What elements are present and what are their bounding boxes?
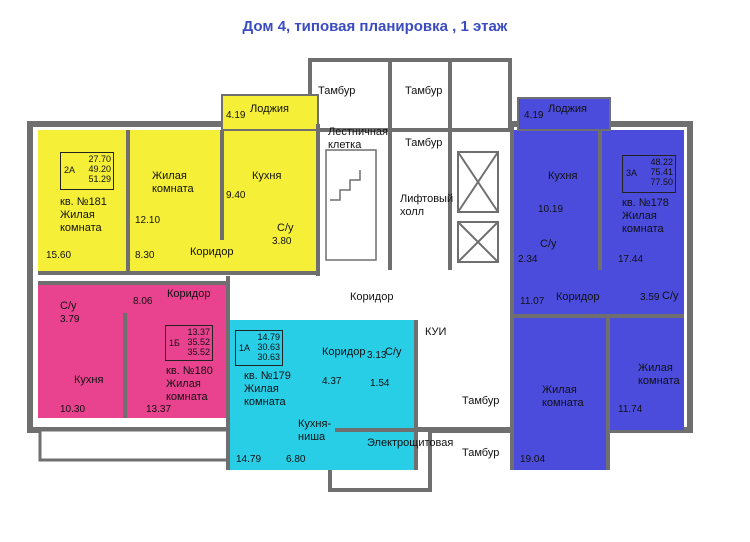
- apt181-corridor-area: 8.30: [135, 250, 155, 261]
- apt181-kitchen-area: 9.40: [226, 190, 246, 201]
- apt178-living2-area: 19.04: [520, 454, 546, 465]
- loggia-right-label: Лоджия: [548, 103, 587, 115]
- apt178-loggia-area: 4.19: [524, 110, 544, 121]
- apt180-corridor-label: Коридор: [167, 288, 211, 300]
- apt178-number: кв. №178: [622, 197, 669, 209]
- apt178-bath-area: 2.34: [518, 254, 538, 265]
- apt181-living2-label: Жилая комната: [152, 170, 194, 195]
- stairs: [325, 149, 377, 261]
- apt180-corridor: [125, 283, 228, 313]
- apt178-living2-label: Жилая комната: [542, 384, 584, 409]
- apt178-bath-label: С/у: [540, 238, 557, 250]
- apt181-living-label: Жилая комната: [60, 209, 102, 234]
- apt181-bath-label: С/у: [277, 222, 294, 234]
- apt179-c2-area: 1.54: [370, 378, 390, 389]
- page-title: Дом 4, типовая планировка , 1 этаж: [242, 18, 508, 35]
- tambur-label-3: Тамбур: [405, 137, 443, 149]
- apt178-bottom: [512, 420, 608, 470]
- apt179-type: 1А: [239, 343, 251, 353]
- apt178-living-area: 17.44: [618, 254, 644, 265]
- apt179-living-label: Жилая комната: [244, 383, 286, 408]
- apt178-bath2-label: С/у: [662, 290, 679, 302]
- apt179-living-area: 14.79: [236, 454, 262, 465]
- apt181-type: 2А: [64, 165, 76, 175]
- apt181-loggia: [221, 94, 319, 131]
- apt178-living-label: Жилая комната: [622, 210, 664, 235]
- tambur-label-5: Тамбур: [462, 447, 500, 459]
- apt181-number: кв. №181: [60, 196, 107, 208]
- apt181-bath-area: 3.80: [272, 236, 292, 247]
- tambur-label-2: Тамбур: [405, 85, 443, 97]
- apt180-kitchen-area: 10.30: [60, 404, 86, 415]
- apt178-lower: [512, 270, 684, 430]
- apt179-niche-label: Кухня-ниша: [298, 418, 332, 443]
- apt179-bath-label: С/у: [385, 346, 402, 358]
- apt181-living-area: 15.60: [46, 250, 72, 261]
- apt180-kitchen-label: Кухня: [74, 374, 104, 386]
- apt180-bath-label: С/у: [60, 300, 77, 312]
- apt178-living3-label: Жилая комната: [638, 362, 680, 387]
- apt178-corridor-label: Коридор: [556, 291, 600, 303]
- apt181-area: [38, 130, 318, 273]
- apt180-number: кв. №180: [166, 365, 213, 377]
- apt178-living3-area: 11.74: [618, 404, 643, 415]
- main-corridor: [228, 276, 512, 316]
- electro-label: Электрощитовая: [367, 437, 454, 449]
- apt180-corridor-area: 8.06: [133, 296, 153, 307]
- lift-shafts: [457, 151, 499, 263]
- loggia-left-label: Лоджия: [250, 103, 289, 115]
- apt181-kitchen-label: Кухня: [252, 170, 282, 182]
- apt178-kitchen-area: 10.19: [538, 204, 564, 215]
- stair-label: Лестничная клетка: [328, 126, 388, 151]
- main-corridor-label: Коридор: [350, 291, 394, 303]
- lift-hall-label: Лифтовый холл: [400, 193, 454, 218]
- apt179-bath-area: 3.13: [367, 350, 387, 361]
- apt179-niche-area: 6.80: [286, 454, 306, 465]
- apt179-area: [228, 320, 416, 470]
- apt181-corridor-label: Коридор: [190, 246, 234, 258]
- apt181-living2-area: 12.10: [135, 215, 161, 226]
- apt178-loggia: [517, 97, 611, 131]
- apt179-corridor-label: Коридор: [322, 346, 366, 358]
- interior-walls: [38, 60, 684, 470]
- apt180-type: 1Б: [169, 338, 180, 348]
- apt178-bath2-area: 3.59: [640, 292, 660, 303]
- tambur-label-4: Тамбур: [462, 395, 500, 407]
- apt180-living-label: Жилая комната: [166, 378, 208, 403]
- apt179-number: кв. №179: [244, 370, 291, 382]
- apt180-living-area: 13.37: [146, 404, 172, 415]
- core-outline: [308, 58, 512, 132]
- apt178-type: 3А: [626, 168, 638, 178]
- apt181-loggia-area: 4.19: [226, 110, 246, 121]
- apt179-corridor-area: 4.37: [322, 376, 342, 387]
- apt180-bath-area: 3.79: [60, 314, 80, 325]
- tambur-label-1: Тамбур: [318, 85, 356, 97]
- kui-label: КУИ: [425, 326, 447, 338]
- apt178-corridor-area: 11.07: [520, 296, 545, 307]
- apt178-kitchen-label: Кухня: [548, 170, 578, 182]
